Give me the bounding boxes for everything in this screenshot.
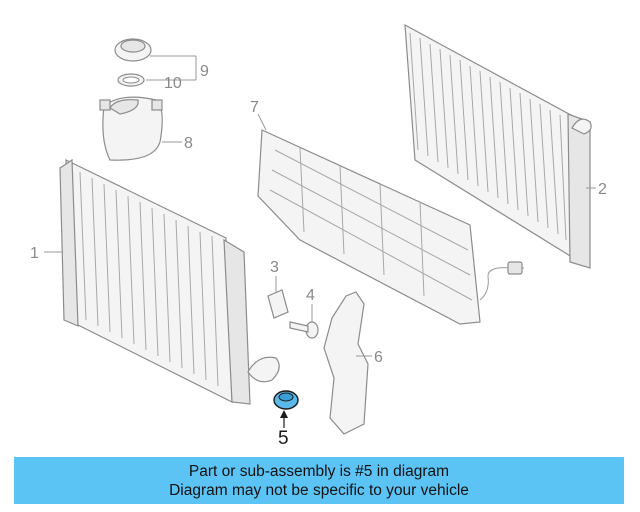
leader-lines bbox=[44, 55, 596, 428]
part-6-bracket[interactable] bbox=[323, 291, 369, 435]
callout-2: 2 bbox=[598, 181, 607, 198]
callout-5: 5 bbox=[278, 428, 289, 449]
part-9-cap[interactable] bbox=[114, 38, 152, 62]
info-banner: Part or sub-assembly is #5 in diagram Di… bbox=[14, 457, 624, 504]
part-7-air-guide[interactable] bbox=[257, 129, 524, 325]
part-8-expansion-tank[interactable] bbox=[99, 96, 163, 161]
part-3-clip[interactable] bbox=[267, 289, 289, 319]
callout-10: 10 bbox=[164, 75, 182, 92]
callout-6: 6 bbox=[374, 349, 383, 366]
callout-1: 1 bbox=[30, 245, 39, 262]
callout-8: 8 bbox=[184, 135, 193, 152]
callout-3: 3 bbox=[270, 259, 279, 276]
banner-line-2: Diagram may not be specific to your vehi… bbox=[169, 481, 469, 499]
callout-9: 9 bbox=[200, 63, 209, 80]
part-1-radiator[interactable] bbox=[59, 158, 280, 405]
banner-line-1: Part or sub-assembly is #5 in diagram bbox=[188, 462, 450, 480]
part-2-radiator[interactable] bbox=[404, 23, 592, 269]
part-4-bolt[interactable] bbox=[289, 321, 319, 339]
callout-7: 7 bbox=[250, 99, 259, 116]
part-5-cap-highlighted[interactable] bbox=[273, 390, 299, 410]
callout-4: 4 bbox=[306, 287, 315, 304]
part-10-seal-ring[interactable] bbox=[117, 73, 145, 87]
